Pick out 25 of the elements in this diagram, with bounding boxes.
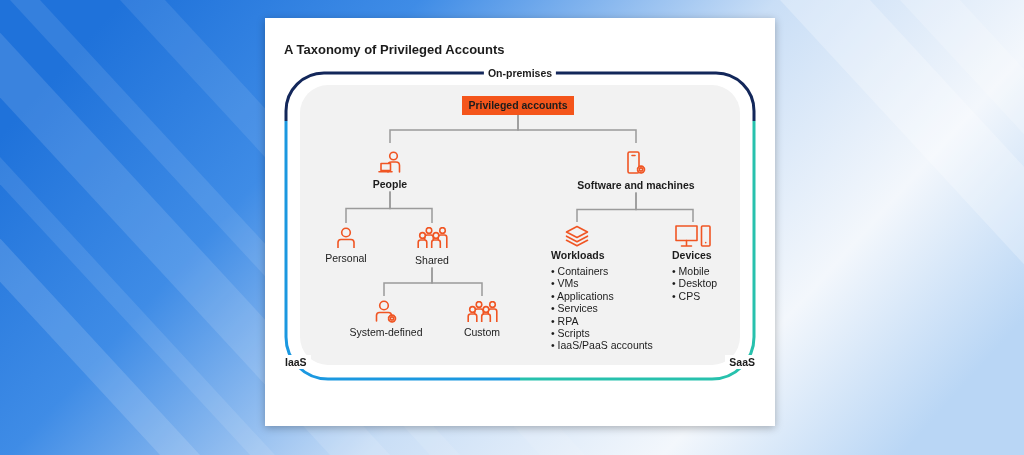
connector-line: [431, 266, 483, 297]
diagram-title: A Taxonomy of Privileged Accounts: [284, 42, 505, 58]
category-label: People: [372, 178, 408, 192]
category-label: Workloads: [551, 249, 605, 263]
category-label: System-defined: [349, 326, 423, 340]
connector-line: [389, 190, 433, 224]
list-item: • Containers: [551, 265, 609, 278]
list-item: • Services: [551, 302, 598, 315]
list-item: • Desktop: [672, 277, 718, 290]
category-label: Devices: [672, 249, 712, 263]
list-item: • RPA: [551, 314, 579, 328]
list-item: • Mobile: [672, 265, 710, 278]
category-label: Software and machines: [577, 179, 695, 193]
list-item: • Scripts: [551, 327, 590, 340]
root-node: Privileged accounts: [462, 96, 574, 115]
connector-line: [517, 114, 637, 144]
category-label: Personal: [325, 252, 367, 266]
category-label: Custom: [463, 326, 501, 340]
connector-line: [635, 191, 694, 223]
frame-label: On-premises: [483, 66, 557, 80]
list-item: • Applications: [551, 289, 614, 303]
list-item: • IaaS/PaaS accounts: [551, 339, 653, 352]
list-item: • CPS: [672, 289, 701, 303]
list-item: • VMs: [551, 277, 579, 290]
category-label: Shared: [415, 254, 449, 268]
